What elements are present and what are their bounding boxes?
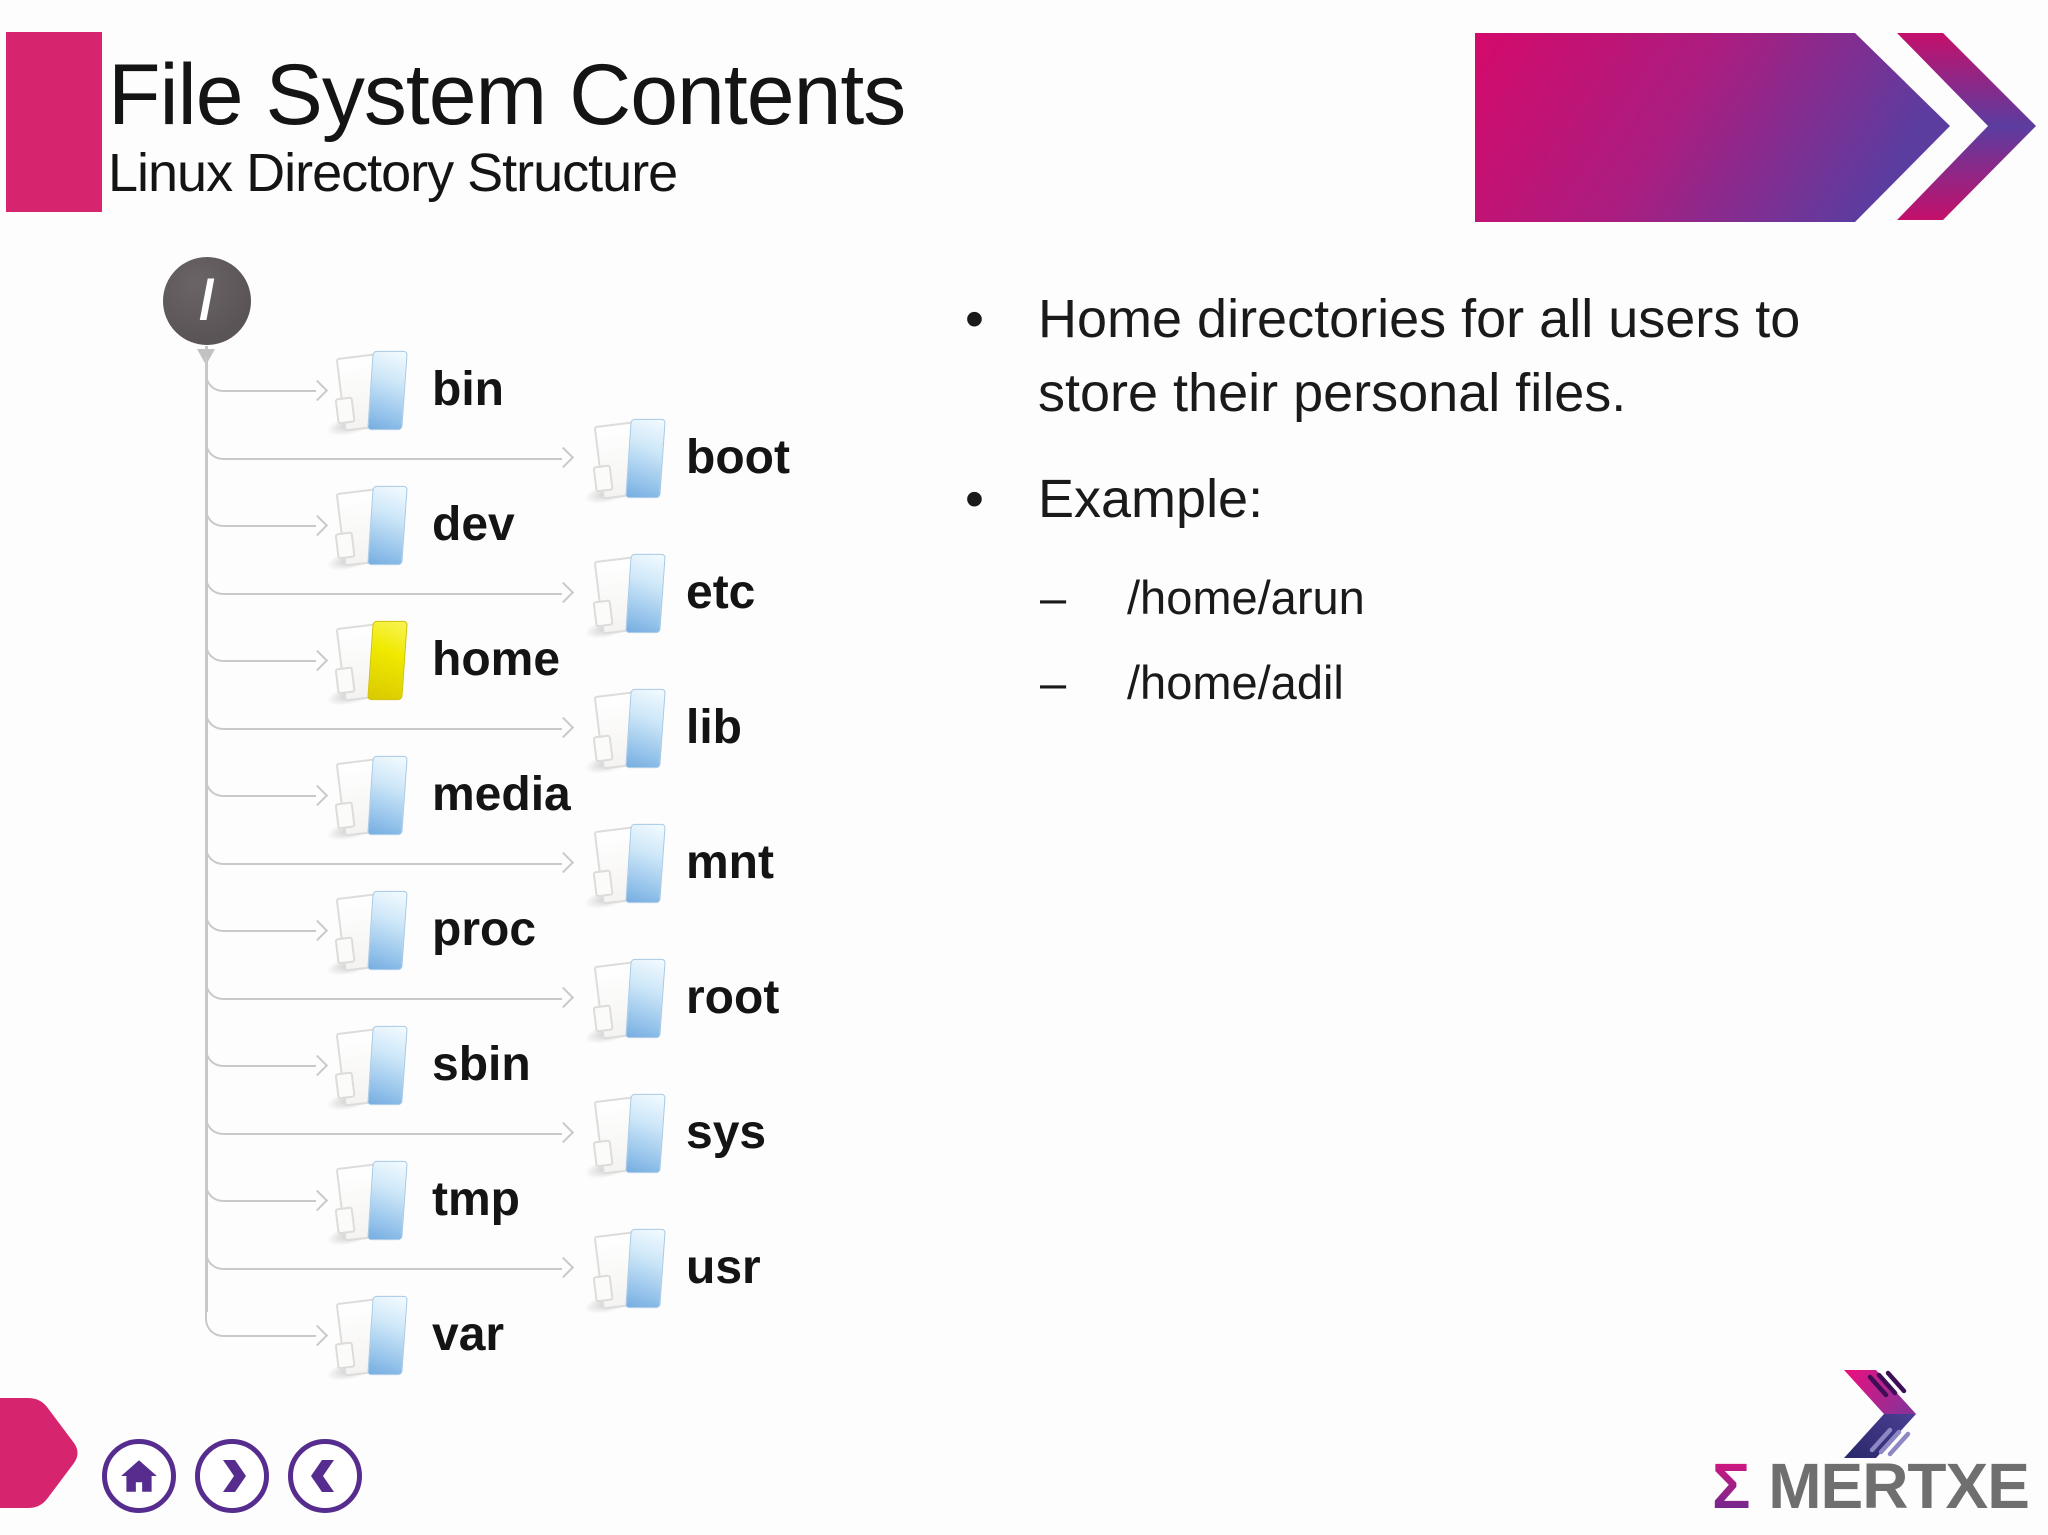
folder-icon: [593, 954, 666, 1040]
bullet-dot-icon: •: [965, 289, 984, 349]
dash-marker-icon: –: [1040, 656, 1067, 709]
folder-label: sbin: [432, 1038, 531, 1091]
folder-icon: [335, 481, 408, 567]
emertxe-logo-wordmark: Σ MERTXE: [1712, 1450, 2030, 1522]
folder-icon: [335, 1156, 408, 1242]
folder-icon: [593, 819, 666, 905]
root-directory-icon: /: [163, 257, 251, 345]
next-button[interactable]: [195, 1439, 269, 1513]
logo-emblem-icon: [1844, 1370, 1916, 1458]
svg-text:Σ MERTXE: Σ MERTXE: [1712, 1450, 2029, 1522]
chevron-right-icon: [223, 1460, 246, 1492]
tree-branch-line: [205, 693, 562, 730]
tree-branch-line: [205, 761, 316, 797]
page-title: File System Contents: [108, 47, 906, 143]
folder-icon: [335, 1021, 408, 1107]
bullet-text-line: store their personal files.: [1038, 363, 1627, 423]
tree-branch-line: [205, 558, 562, 595]
footer-accent-arrow: [0, 1398, 78, 1508]
folder-icon: [593, 1224, 666, 1310]
tree-branch-line: [205, 1233, 562, 1270]
folder-label: bin: [432, 363, 504, 416]
folder-label: sys: [686, 1105, 767, 1159]
logo-sigma: Σ: [1712, 1450, 1749, 1522]
header-big-arrow: [1475, 33, 1950, 222]
folder-label: lib: [686, 700, 742, 754]
folder-label: dev: [432, 498, 515, 551]
folder-icon: [593, 1089, 666, 1175]
folder-icon: [335, 886, 408, 972]
folder-icon: [335, 346, 408, 432]
tree-branch-line: [205, 626, 316, 662]
folder-icon: [593, 684, 666, 770]
tree-branch-line: [205, 828, 562, 865]
header-accent-bar: [6, 32, 102, 212]
folder-label: boot: [686, 430, 790, 484]
folder-label: mnt: [686, 835, 774, 889]
sub-item-home-arun: – /home/arun: [1040, 568, 1365, 628]
folder-label: media: [432, 768, 571, 821]
tree-branch-line: [205, 1166, 316, 1202]
tree-branch-line: [205, 356, 316, 392]
tree-branch-line: [205, 896, 316, 932]
root-directory-label: /: [199, 267, 215, 331]
dash-marker-icon: –: [1040, 571, 1067, 624]
folder-label: tmp: [432, 1173, 520, 1226]
tree-branch-line: [205, 1098, 562, 1135]
folder-icon: [335, 1291, 408, 1377]
chevron-left-icon: [311, 1460, 334, 1492]
folder-icon: [593, 414, 666, 500]
tree-branch-line: [205, 423, 562, 460]
logo-text: MERTXE: [1768, 1450, 2029, 1522]
folder-label: etc: [686, 565, 756, 619]
tree-branch-line: [205, 1301, 316, 1337]
folder-label: var: [432, 1308, 505, 1361]
home-button[interactable]: [102, 1439, 176, 1513]
house-icon: [121, 1460, 157, 1492]
bullet-text-line: Example:: [1038, 469, 1264, 529]
bullet-item-home-directories: • Home directories for all users to stor…: [965, 282, 1800, 430]
bullet-text-line: Home directories for all users to: [1038, 289, 1801, 349]
folder-icon-highlighted: [335, 616, 408, 702]
page-subtitle: Linux Directory Structure: [108, 143, 678, 203]
header-arrow-graphic: [1475, 33, 2036, 222]
bullet-dot-icon: •: [965, 469, 984, 529]
folder-label: proc: [432, 903, 537, 956]
folder-label: usr: [686, 1240, 761, 1294]
folder-label: home: [432, 633, 561, 686]
sub-item-home-adil: – /home/adil: [1040, 653, 1344, 713]
tree-branch-line: [205, 963, 562, 1000]
header-chevron: [1897, 33, 2036, 220]
tree-branch-line: [205, 491, 316, 527]
folder-icon: [335, 751, 408, 837]
bullet-item-example: • Example:: [965, 462, 1263, 536]
folder-label: root: [686, 970, 780, 1024]
sub-item-text: /home/arun: [1127, 571, 1365, 624]
sub-item-text: /home/adil: [1127, 656, 1344, 709]
folder-icon: [593, 549, 666, 635]
tree-branch-line: [205, 1031, 316, 1067]
previous-button[interactable]: [288, 1439, 362, 1513]
